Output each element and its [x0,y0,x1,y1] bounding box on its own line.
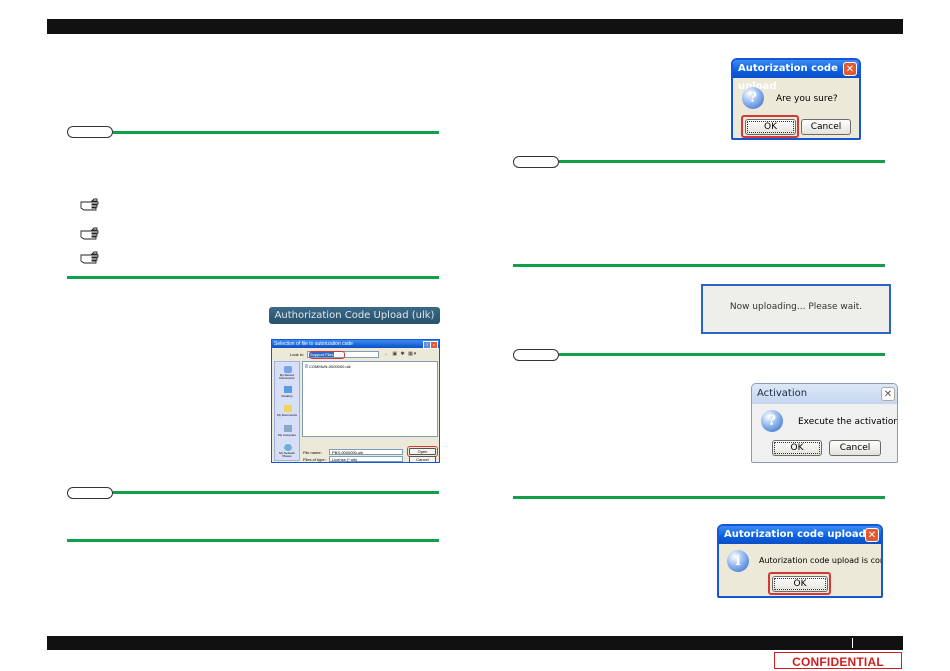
place-computer-icon[interactable] [284,425,292,432]
place-computer-label: My Computer [277,433,296,437]
header-bar [47,19,903,34]
activation-titlebar: Activation ✕ [752,384,897,404]
upload-progress-message: Now uploading... Please wait. [729,302,863,312]
file-selection-dialog: Selection of file to autorization code ?… [271,339,440,463]
auth-complete-dialog: Autorization code upload ✕ i Autorizatio… [717,524,883,598]
close-icon[interactable]: ✕ [865,528,879,542]
activation-dialog: Activation ✕ ? Execute the activation al… [751,383,898,463]
auth-complete-ok-button[interactable]: OK [772,576,828,592]
auth-complete-message: Autorization code upload is completed. [759,556,881,565]
note-end-line [513,496,885,499]
note-end-line [67,276,439,279]
place-network-icon[interactable] [284,444,292,451]
activation-cancel-button[interactable]: Cancel [829,440,881,456]
close-icon[interactable]: × [430,341,438,349]
reference-hand-icon [80,251,99,264]
file-item-name: COMMUN-0000000.ulk [309,364,351,369]
auth-confirm-title: Autorization code upload [738,63,838,92]
place-documents-label: My Documents [276,413,297,417]
file-name-input[interactable]: PBS-0000000.ulk [329,449,403,455]
upload-button-label: Authorization Code Upload (ulk) [274,310,435,321]
file-list-item[interactable]: COMMUN-0000000.ulk [305,364,351,369]
confidential-label: CONFIDENTIAL [792,655,884,669]
place-recent-icon[interactable] [284,366,292,373]
note-end-line [513,264,885,267]
look-in-highlight [309,351,345,359]
ok-button-highlight [741,115,799,138]
activation-message: Execute the activation also? [798,417,898,427]
auth-confirm-message: Are you sure? [776,94,838,104]
file-cancel-button[interactable]: Cancel [409,456,436,462]
note-divider-line [559,353,885,356]
note-label-icon [513,349,559,361]
reference-hand-icon [80,198,99,211]
auth-confirm-ok-button[interactable]: OK [745,119,796,135]
file-type-value: License (*.ulk) [332,457,358,462]
place-network-label: My Network Places [279,451,295,458]
authorization-code-upload-button[interactable]: Authorization Code Upload (ulk) [269,307,440,324]
activation-ok-button[interactable]: OK [772,440,822,456]
place-desktop-icon[interactable] [284,386,292,393]
footer-separator [852,638,853,648]
look-in-value: Support Files [310,352,334,357]
file-dialog-title: Selection of file to autorization code [274,341,353,347]
places-bar: My Recent Documents Desktop My Documents… [274,361,300,461]
file-name-label: File name: [303,450,322,455]
question-icon: ? [761,410,783,432]
close-icon[interactable]: ✕ [843,62,857,76]
look-in-label: Look in: [290,352,305,357]
question-icon: ? [742,87,764,109]
note-divider-line [113,131,439,134]
file-list[interactable]: COMMUN-0000000.ulk [302,361,438,437]
auth-complete-titlebar: Autorization code upload ✕ [719,526,881,544]
note-divider-line [559,160,885,163]
note-label-icon [67,487,113,499]
note-label-icon [67,126,113,138]
file-name-value: PBS-0000000.ulk [332,450,364,455]
ok-button-highlight [768,572,831,595]
activation-title: Activation [757,388,808,399]
auth-confirm-cancel-button[interactable]: Cancel [801,119,851,135]
open-button-label: Open [417,449,428,454]
file-icon [305,364,308,368]
note-divider-line [113,491,439,494]
close-icon[interactable]: ✕ [881,387,895,401]
place-recent-label: My Recent Documents [279,373,295,380]
upload-progress-box: Now uploading... Please wait. [701,284,891,334]
auth-complete-title: Autorization code upload [724,529,866,540]
file-dialog-titlebar: Selection of file to autorization code ?… [272,340,439,349]
confidential-stamp: CONFIDENTIAL [774,652,902,669]
auth-confirm-titlebar: Autorization code upload ✕ [733,60,859,92]
auth-confirm-dialog: Autorization code upload ✕ ? Are you sur… [731,58,861,140]
footer-bar [47,636,903,650]
note-label-icon [513,156,559,168]
note-end-line [67,539,439,542]
reference-hand-icon [80,227,99,240]
file-cancel-label: Cancel [416,457,429,462]
file-type-select[interactable]: License (*.ulk) [329,456,403,462]
open-button[interactable]: Open [409,448,436,455]
place-documents-icon[interactable] [284,405,292,412]
toolbar-icons[interactable]: ← ▣ ✱ ▦▾ [384,351,418,357]
file-type-label: Files of type: [303,457,326,462]
info-icon: i [727,550,749,572]
place-desktop-label: Desktop [281,394,293,398]
